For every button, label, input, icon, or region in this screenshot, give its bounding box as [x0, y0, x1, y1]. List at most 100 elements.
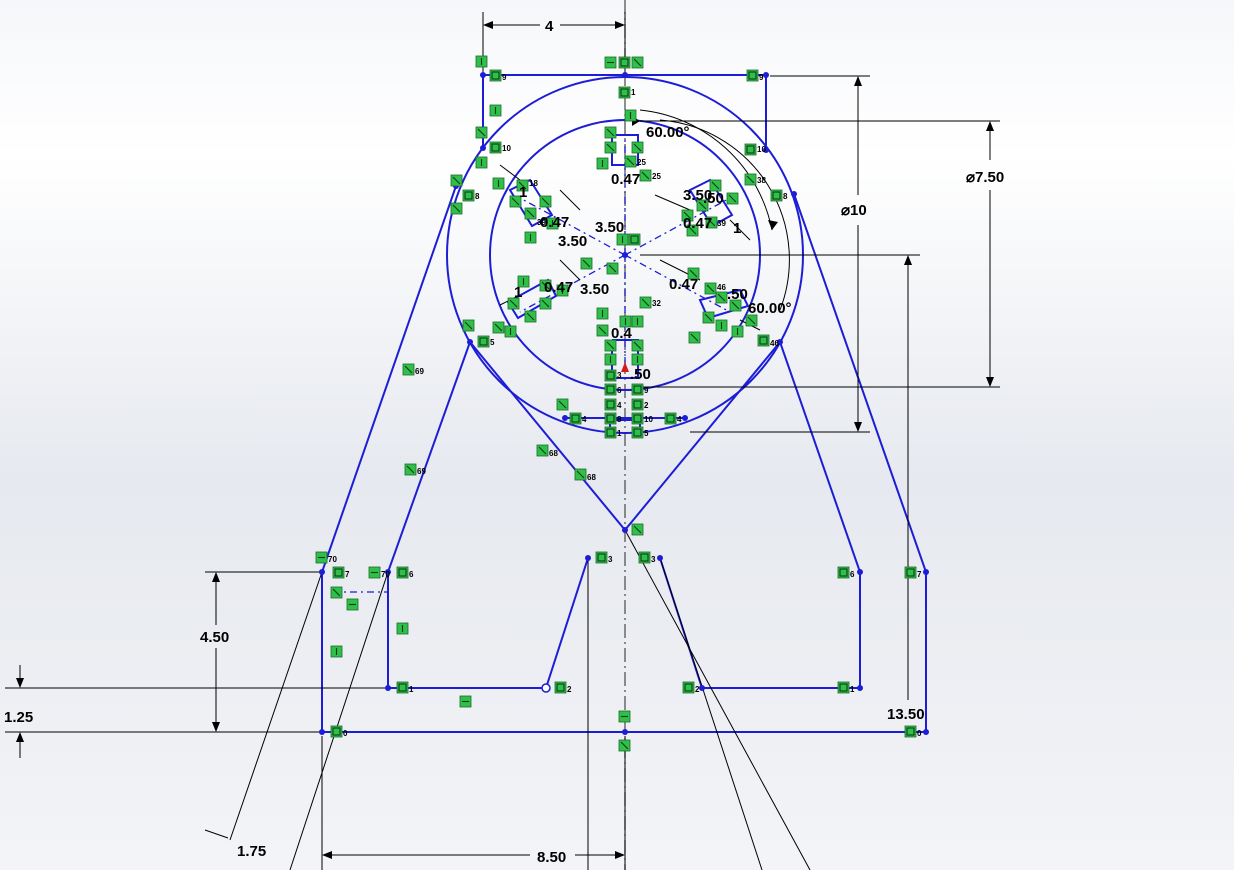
outer-left-profile[interactable]: [321, 185, 625, 733]
relation-badge: [729, 299, 742, 312]
relation-badge: [604, 369, 617, 382]
relation-badge: [596, 324, 609, 337]
rel-num: 7: [345, 570, 350, 579]
outer-right-profile[interactable]: [625, 193, 927, 733]
rel-num: 68: [549, 449, 558, 458]
relation-badge: [604, 426, 617, 439]
relation-badge: [639, 296, 652, 309]
relation-badge: [604, 126, 617, 139]
relation-badge: [639, 169, 652, 182]
dim-spoke-right: 3.50: [683, 187, 712, 204]
relation-badge: [745, 314, 758, 327]
dim-slot-length-upper-right: 1: [733, 220, 741, 237]
relation-badge: [489, 141, 502, 154]
right-arm-inner[interactable]: [624, 341, 781, 531]
rel-num: 70: [381, 570, 390, 579]
relation-badge: [546, 217, 559, 230]
dim-top-width: 4: [545, 18, 554, 35]
rel-num: 69: [417, 467, 426, 476]
sketch-points[interactable]: [319, 72, 929, 735]
rel-num: 0: [917, 729, 922, 738]
rel-num: 10: [757, 145, 766, 154]
rel-num: 1: [409, 685, 414, 694]
relation-badge: [604, 398, 617, 411]
relation-badge: [604, 412, 617, 425]
active-point-marker[interactable]: [621, 362, 629, 372]
relation-badge: [704, 282, 717, 295]
slot-top[interactable]: [611, 134, 639, 166]
relation-badge: [837, 566, 850, 579]
rel-num: 9: [644, 386, 649, 395]
rel-num: 10: [644, 415, 653, 424]
relation-badge: [631, 523, 644, 536]
relation-badge: [631, 426, 644, 439]
relation-badge: [618, 56, 631, 69]
dimension-labels[interactable]: 4 ⌀10 ⌀7.50 60.00° 60.00° 3.50 3.50 3.50…: [4, 18, 1004, 866]
rel-num: 3: [651, 555, 656, 564]
relation-badge: [569, 412, 582, 425]
relation-badge: [638, 551, 651, 564]
dim-slot-width-lower-right: 0.47: [669, 276, 698, 293]
left-arm-outer[interactable]: [387, 341, 589, 689]
relation-badge: [618, 710, 631, 723]
relation-badge: [539, 195, 552, 208]
relation-badge: [517, 275, 530, 288]
relation-badge: [539, 279, 552, 292]
relation-badge: [536, 444, 549, 457]
rel-num: 70: [328, 555, 337, 564]
slot-left-lower[interactable]: [506, 278, 558, 320]
relation-badge: [628, 233, 641, 246]
relation-badge: [744, 143, 757, 156]
rel-num: 8: [617, 415, 622, 424]
relation-badge: [459, 695, 472, 708]
relation-badge: [604, 383, 617, 396]
rel-num: 6: [617, 386, 622, 395]
relation-badge: [686, 224, 699, 237]
dim-bottom-width: 8.50: [537, 849, 566, 866]
rel-num: 2: [567, 685, 572, 694]
relation-badge: [631, 141, 644, 154]
relation-badge: [596, 307, 609, 320]
relation-badge: [556, 284, 569, 297]
relation-badge: [604, 353, 617, 366]
relation-badge: [688, 331, 701, 344]
relation-badge: [595, 551, 608, 564]
relation-badge: [837, 681, 850, 694]
right-arm-outer[interactable]: [659, 341, 861, 689]
relation-badge: [524, 231, 537, 244]
dim-slot-length-lower-left: 1: [514, 284, 522, 301]
relation-badge: [715, 291, 728, 304]
rel-num: 46: [770, 339, 779, 348]
relation-badge: [687, 267, 700, 280]
relation-badge: [462, 189, 475, 202]
dim-slot-width-left: 0.47: [540, 214, 569, 231]
slot-right-upper[interactable]: [688, 178, 734, 228]
relation-badge: [664, 412, 677, 425]
relation-badge: [604, 56, 617, 69]
relation-badge: [539, 297, 552, 310]
relation-badge: [492, 177, 505, 190]
inner-notch[interactable]: [609, 419, 641, 432]
relation-badge: [604, 141, 617, 154]
rel-num: 10: [502, 144, 511, 153]
rel-num: 25: [637, 158, 646, 167]
relation-badge: [489, 104, 502, 117]
rel-num: 8: [475, 192, 480, 201]
relation-badges[interactable]: [315, 55, 917, 752]
left-arm-inner[interactable]: [469, 341, 626, 531]
rel-num: 4: [677, 415, 682, 424]
rel-num: 2: [644, 401, 649, 410]
rel-num: 68: [587, 473, 596, 482]
relation-numbers: 9 9 1 10 10 8 8 25 25 18 39 39 38 32 46 …: [328, 73, 922, 738]
relation-badge: [746, 69, 759, 82]
relation-badge: [624, 109, 637, 122]
relation-badge: [556, 398, 569, 411]
relation-badge: [726, 192, 739, 205]
rel-num: 5: [644, 429, 649, 438]
relation-badge: [904, 566, 917, 579]
relation-badge: [604, 339, 617, 352]
relation-badge: [330, 725, 343, 738]
relation-badge: [332, 566, 345, 579]
